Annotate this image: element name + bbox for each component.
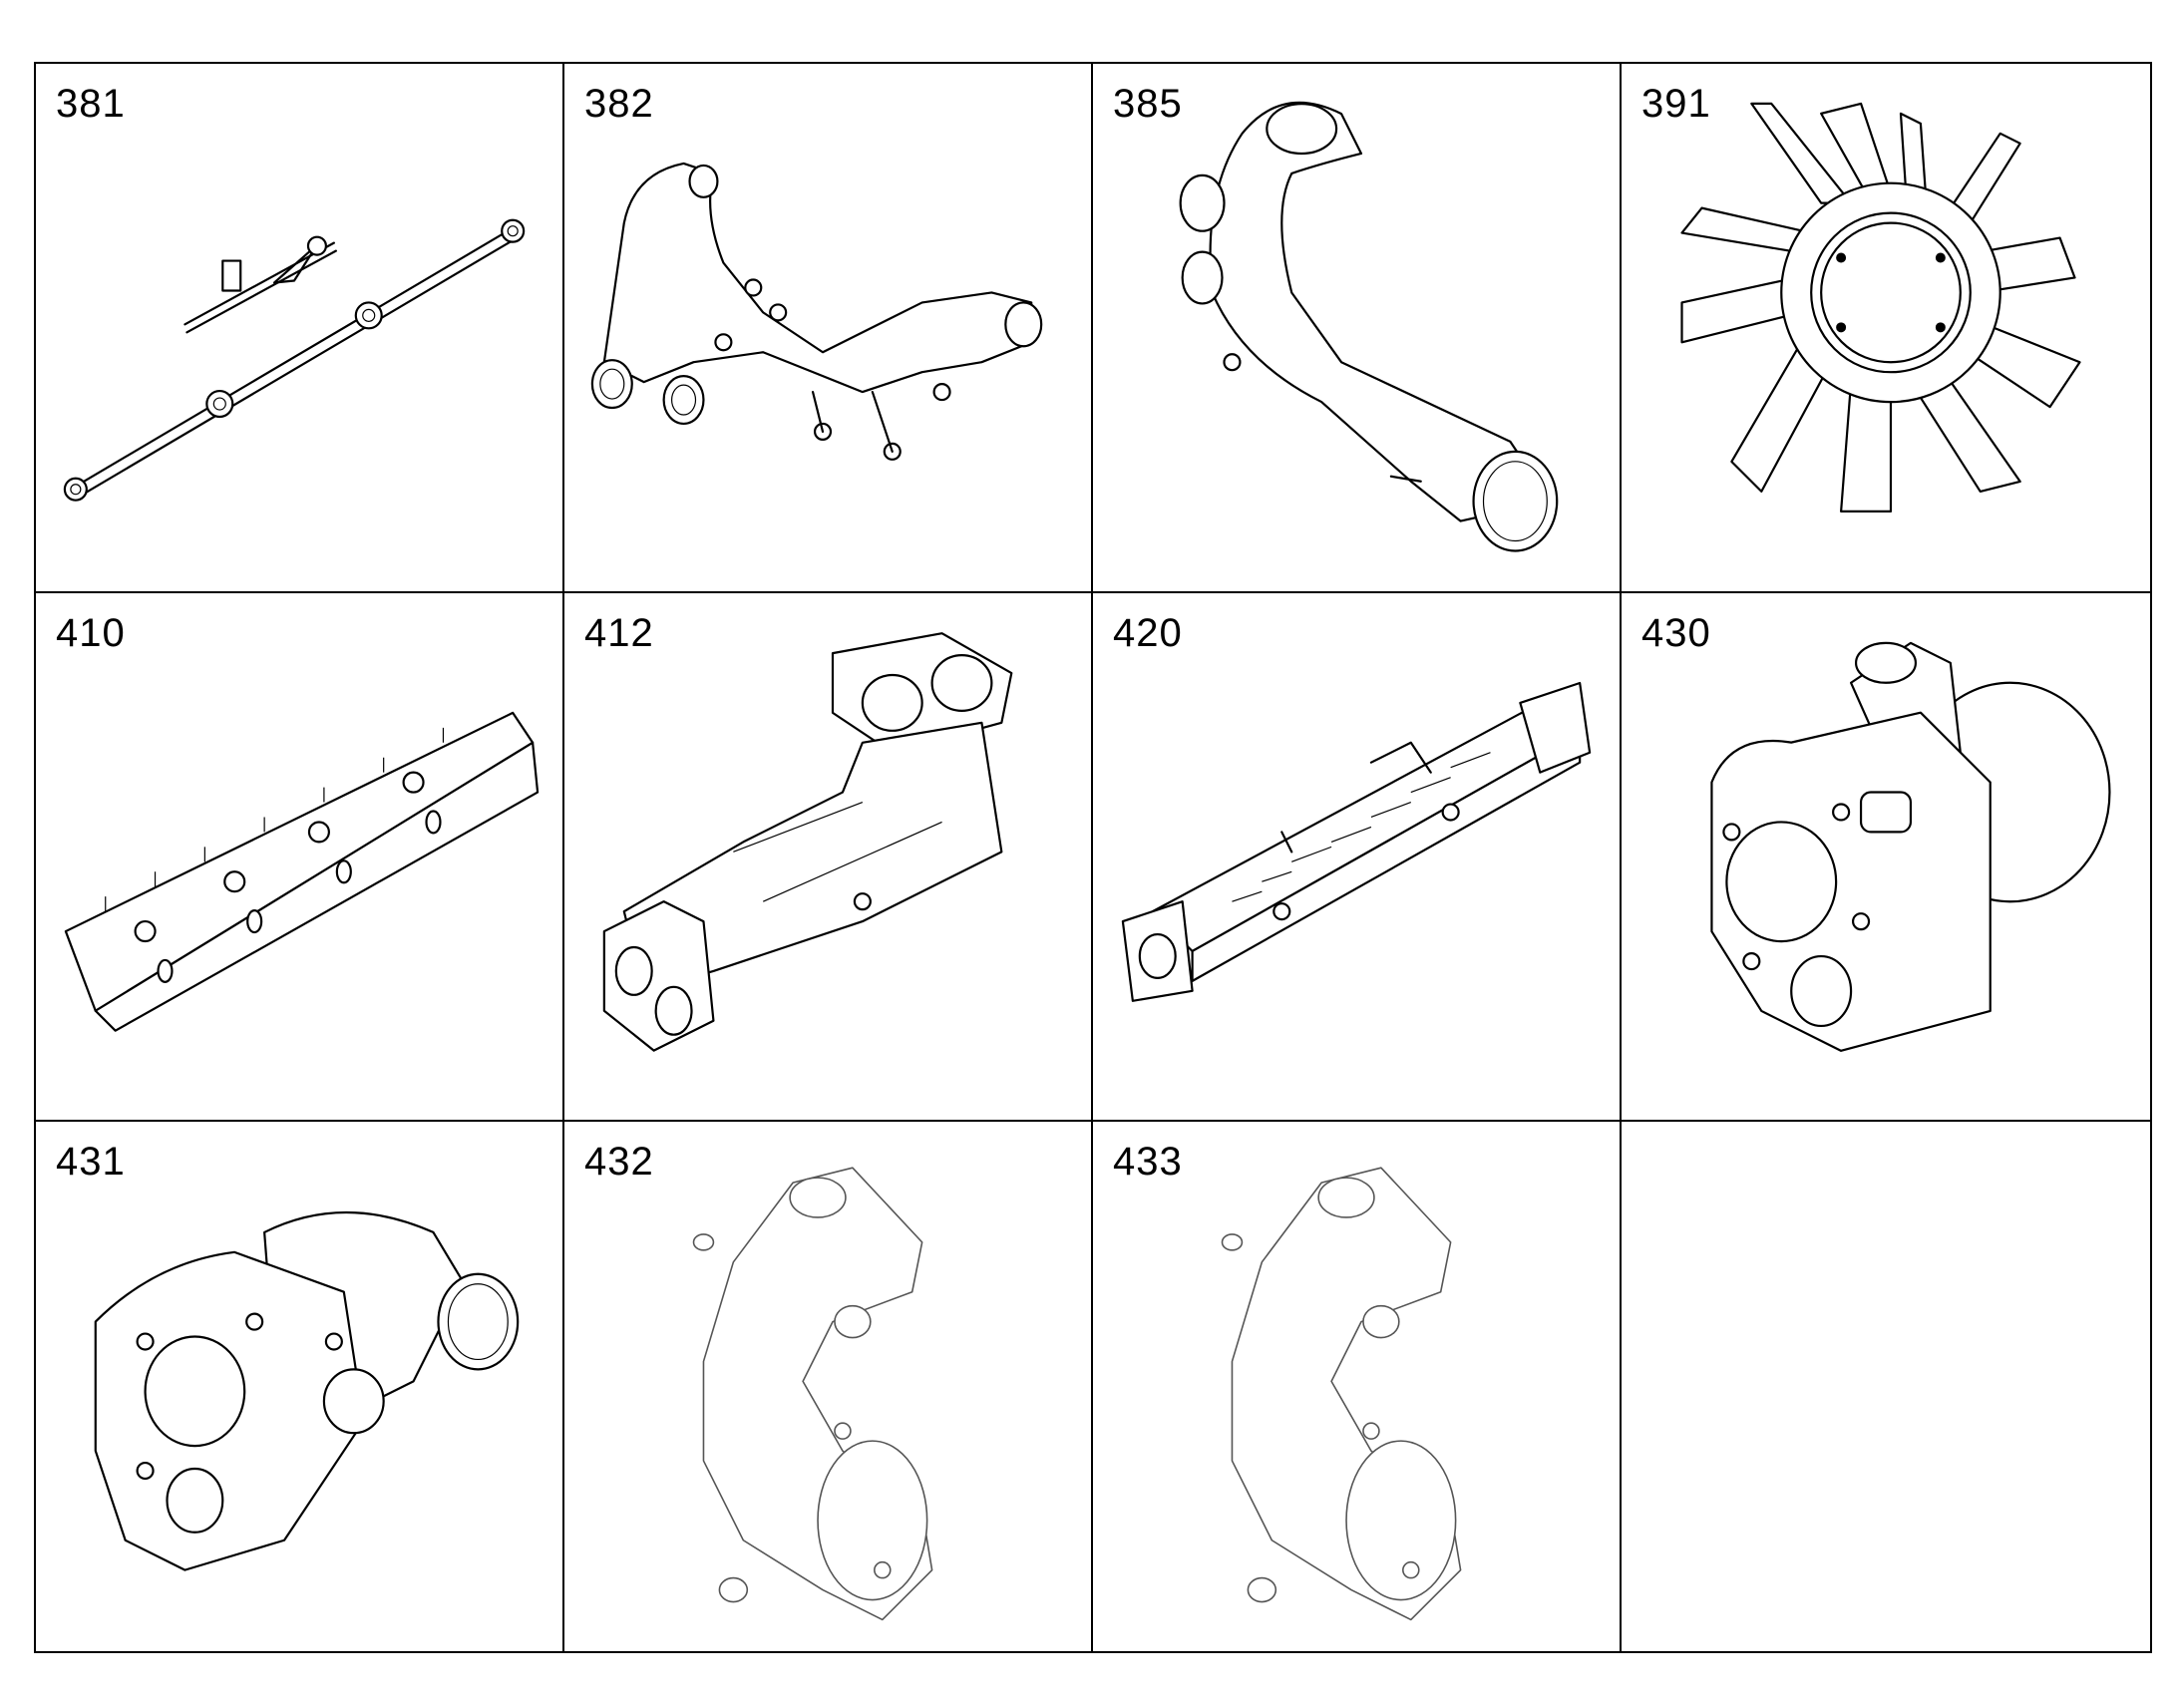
part-number: 430 <box>1641 610 1711 655</box>
part-number: 410 <box>56 610 126 655</box>
part-number: 381 <box>56 82 126 126</box>
part-number: 420 <box>1113 610 1183 655</box>
egr-cooler-icon <box>1121 681 1592 1002</box>
part-cell-385[interactable]: 385 <box>1093 64 1622 593</box>
turbocharger-icon <box>94 1211 520 1572</box>
part-cell-431[interactable]: 431 <box>36 1122 564 1651</box>
empty-cell <box>1622 1122 2150 1651</box>
part-cell-382[interactable]: 382 <box>564 64 1093 593</box>
part-cell-432[interactable]: 432 <box>564 1122 1093 1651</box>
parts-grid: 381 382 385 <box>34 62 2152 1653</box>
part-cell-420[interactable]: 420 <box>1093 592 1622 1123</box>
coolant-manifold-icon <box>590 162 1043 461</box>
turbocharger-icon <box>1710 641 2111 1052</box>
intake-elbow-pipe-icon <box>1179 101 1559 552</box>
cooling-fan-icon <box>1680 102 2081 512</box>
part-number: 382 <box>584 82 654 126</box>
valve-cover-icon <box>64 711 540 1032</box>
exhaust-elbow-icon <box>1221 1167 1462 1621</box>
part-cell-381[interactable]: 381 <box>36 64 564 593</box>
part-cell-410[interactable]: 410 <box>36 592 564 1123</box>
part-cell-433[interactable]: 433 <box>1093 1122 1622 1651</box>
part-number: 431 <box>56 1140 126 1185</box>
part-cell-391[interactable]: 391 <box>1622 64 2150 593</box>
part-cell-412[interactable]: 412 <box>564 592 1093 1123</box>
part-number: 412 <box>584 610 654 655</box>
part-number: 385 <box>1113 82 1183 126</box>
exhaust-elbow-icon <box>692 1167 933 1621</box>
part-number: 391 <box>1641 82 1711 126</box>
fuel-rail-pipe-icon <box>63 218 526 502</box>
exhaust-manifold-icon <box>602 631 1013 1052</box>
part-number: 432 <box>584 1140 654 1185</box>
part-number: 433 <box>1113 1140 1183 1185</box>
part-cell-430[interactable]: 430 <box>1622 592 2150 1123</box>
